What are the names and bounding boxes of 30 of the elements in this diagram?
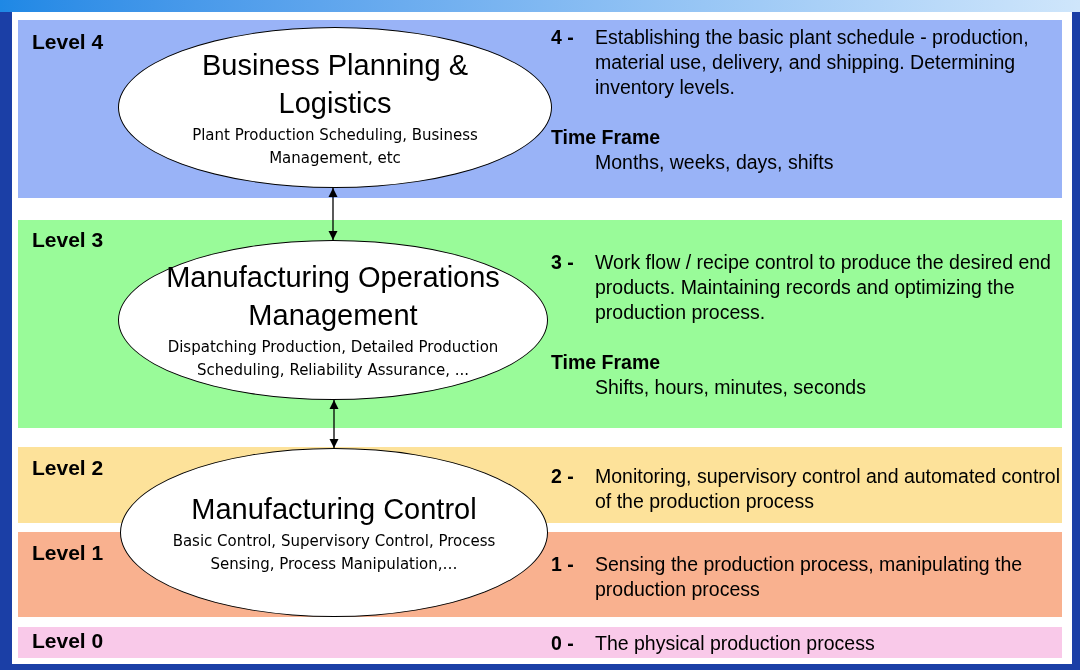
time-frame-value: Shifts, hours, minutes, seconds	[595, 375, 866, 400]
double-arrow	[329, 399, 339, 449]
level-number: 4 -	[551, 25, 575, 50]
time-frame-heading: Time Frame	[551, 125, 661, 150]
level-description: Work flow / recipe control to produce the desired end products. Maintaining records and optimizing the production process.	[595, 250, 1052, 325]
level-label: Level 4	[32, 30, 104, 54]
level-description: Monitoring, supervisory control and automated control of the production process	[595, 464, 1061, 514]
level-number: 2 -	[551, 464, 575, 489]
level-label: Level 0	[32, 629, 104, 653]
level-label: Level 1	[32, 541, 104, 565]
level-band	[18, 627, 1062, 658]
ellipse-subtitle: Basic Control, Supervisory Control, Process Sensing, Process Manipulation,…	[171, 530, 497, 575]
time-frame-value: Months, weeks, days, shifts	[595, 150, 834, 175]
level-description: Sensing the production process, manipulating the production process	[595, 552, 1024, 602]
level-number: 0 -	[551, 631, 575, 656]
ellipse-subtitle: Plant Production Scheduling, Business Management, etc	[191, 124, 479, 169]
double-arrow	[328, 187, 338, 241]
ellipse-title: Business Planning & Logistics	[201, 47, 469, 121]
ellipse-subtitle: Dispatching Production, Detailed Production Scheduling, Reliability Assurance, ...	[166, 337, 500, 381]
level-band	[18, 20, 1062, 198]
ellipse-title: Manufacturing Control	[190, 491, 478, 527]
time-frame-heading: Time Frame	[551, 350, 661, 375]
level-label: Level 3	[32, 228, 104, 252]
level-number: 1 -	[551, 552, 575, 577]
level-number: 3 -	[551, 250, 575, 275]
level-description: The physical production process	[595, 631, 876, 656]
level-band	[18, 220, 1062, 428]
level-description: Establishing the basic plant schedule - production, material use, delivery, and shipping. Determining inventory levels.	[595, 25, 1030, 100]
ellipse-title: Manufacturing Operations Management	[165, 260, 501, 333]
level-label: Level 2	[32, 456, 104, 480]
